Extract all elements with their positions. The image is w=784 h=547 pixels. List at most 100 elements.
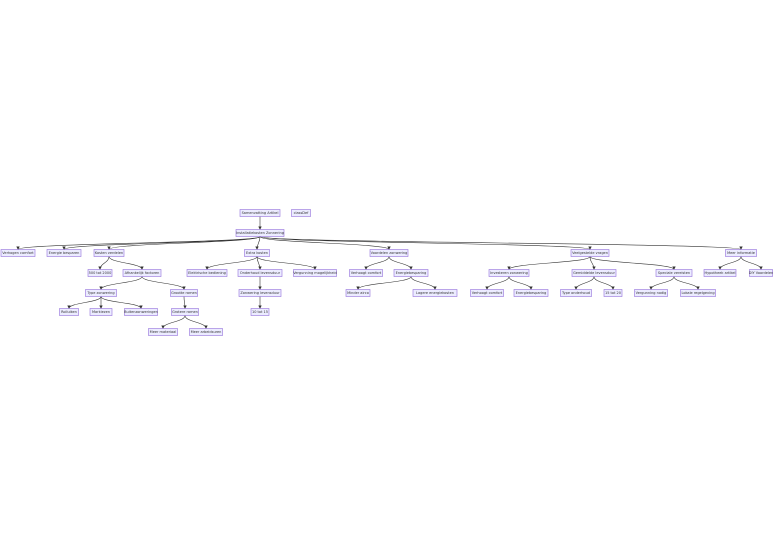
edge-gemiddelde-twintig [593,276,615,290]
node-box-type [85,289,117,297]
node-verhoogt: Verhoogt comfort [349,269,383,277]
node-label-zonwering_lev: Zonwering levensduur [240,291,280,295]
node-buiten: Buitenzonweringen [124,308,158,316]
node-label-energiebesparing2: Energiebesparing [516,291,547,295]
node-label-grotere: Grotere ramen [172,310,198,314]
node-box-hypotheek [703,269,737,277]
node-rolluiken: Rolluiken [59,308,79,316]
node-vergunning_nodig: Vergunning nodig [634,289,668,297]
node-box-rolluiken [59,308,79,316]
edge-costs-factors [108,256,144,270]
node-gemiddelde: Gemiddelde levensduur [571,269,617,277]
edge-grootte-grotere [183,296,187,309]
node-meer: Meer informatie [725,249,757,257]
node-investeren: Investeren zonwering [488,269,530,277]
node-lagere: Lagere energiekosten [412,289,458,297]
node-box-classdef [291,209,311,217]
node-verhoogt_wooncomfort: Verhoogt comfort [470,289,504,297]
node-box-energiebesparing2 [513,289,549,297]
node-label-elektrisch: Elektrische bediening [188,271,226,275]
node-label-verhoogt: Verhoogt comfort [351,271,382,275]
node-box-summary [239,209,281,217]
node-box-comfort [0,249,36,257]
node-extra: Extra kosten [244,249,270,257]
edge-factors-grootte [141,276,186,290]
edge-grotere-materiaal [161,315,186,329]
node-label-rolluiken: Rolluiken [61,310,77,314]
node-arbeid: Meer arbeidsuren [189,328,223,336]
node-box-c500 [87,269,113,277]
node-box-factors [122,269,162,277]
node-label-type: Type zonwering [86,291,114,295]
node-factors: Afhankelijk factoren [122,269,162,277]
node-box-twintig [603,289,623,297]
node-box-elektrisch [186,269,228,277]
edge-veelgestelde-speciale [589,256,676,270]
node-label-minder: Minder airco [347,291,369,295]
node-box-costs [93,249,125,257]
node-label-twintig: 15 tot 20 [605,291,621,295]
node-label-materiaal: Meer materiaal [150,330,177,334]
edge-root-voordelen [259,236,391,250]
node-box-minder [345,289,371,297]
edge-extra-onderhoud [256,256,262,270]
node-label-grootte: Grootte ramen [171,291,197,295]
edge-root-extra [255,236,261,250]
edge-voordelen-energiebesparing [388,256,413,270]
node-comfort: Verhogen comfort [0,249,36,257]
node-label-arbeid: Meer arbeidsuren [191,330,222,334]
node-twintig: 15 tot 20 [603,289,623,297]
edge-investeren-energiebesparing2 [508,276,533,290]
node-label-voordelen: Voordelen zonwering [371,251,408,255]
node-hypotheek: Hypotheek artikel [703,269,737,277]
node-dgf: DIY Voordelen [749,269,773,277]
node-box-extra [244,249,270,257]
node-label-tien: 10 tot 15 [252,310,268,314]
node-veelgestelde: Veelgestelde vragen [570,249,610,257]
edge-factors-type [99,276,143,290]
node-vergunning: Vergunning mogelijkheid [293,269,337,277]
node-label-speciale: Speciale vereisten [658,271,690,275]
node-box-meer [725,249,757,257]
node-label-classdef: classDef [294,211,310,215]
edge-root-costs [107,236,261,250]
edge-root-meer [259,236,743,250]
edge-costs-c500 [98,256,110,270]
edge-grotere-arbeid [184,315,208,329]
edge-meer-dgf [740,256,763,270]
node-label-costs: Kosten verdelen [95,251,123,255]
node-costs: Kosten verdelen [93,249,125,257]
node-label-energy: Energie besparen [49,251,80,255]
edge-energiebesparing-minder [356,276,412,290]
node-box-energy [46,249,82,257]
node-label-buiten: Buitenzonweringen [124,310,158,314]
edge-veelgestelde-gemiddelde [589,256,596,270]
edge-speciale-vergunning_nodig [649,276,675,290]
node-box-gemiddelde [571,269,617,277]
node-markiezen: Markiezen [89,308,113,316]
node-speciale: Speciale vereisten [655,269,693,277]
node-box-vergunning_nodig [634,289,668,297]
node-label-c500: 500 tot 2000 [89,271,112,275]
node-label-investeren: Investeren zonwering [490,271,528,275]
node-label-veelgestelde: Veelgestelde vragen [572,251,608,255]
node-label-factors: Afhankelijk factoren [125,271,160,275]
edge-extra-vergunning [256,256,317,270]
node-box-lagere [412,289,458,297]
node-box-grotere [171,308,199,316]
node-label-extra: Extra kosten [246,251,268,255]
node-box-type_onderhoud [560,289,592,297]
node-label-lokale: Lokale regelgeving [681,291,714,295]
node-summary: Samenvatting Artikel [239,209,281,217]
node-label-type_onderhoud: Type onderhoud [561,291,590,295]
edge-gemiddelde-type_onderhoud [574,276,595,290]
node-box-speciale [655,269,693,277]
node-energiebesparing: Energiebesparing [393,269,429,277]
edge-veelgestelde-investeren [507,256,591,270]
edge-extra-elektrisch [205,256,258,270]
node-box-root [235,229,285,237]
node-label-vergunning: Vergunning mogelijkheid [293,271,337,275]
node-elektrisch: Elektrische bediening [186,269,228,277]
node-box-grootte [170,289,198,297]
